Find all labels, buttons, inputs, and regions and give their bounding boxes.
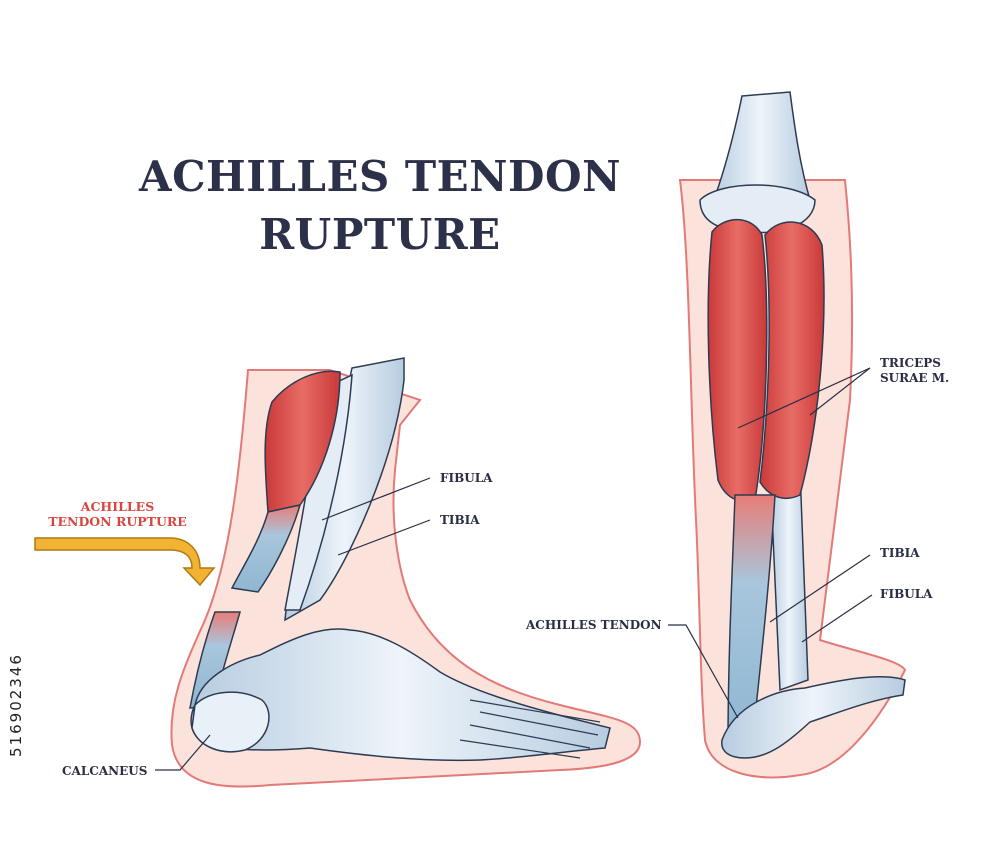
foot-bones xyxy=(190,628,611,762)
arrow-icon xyxy=(34,537,216,587)
triceps-line-1: TRICEPS xyxy=(880,356,941,370)
label-achilles-tendon-rupture: ACHILLES TENDON RUPTURE xyxy=(35,499,200,529)
rupture-line-1: ACHILLES xyxy=(80,499,155,514)
label-fibula-left: FIBULA xyxy=(440,471,493,485)
leader-fibula-left xyxy=(321,477,431,521)
title-line-2: RUPTURE xyxy=(259,210,501,259)
label-triceps-surae: TRICEPS SURAE M. xyxy=(880,356,949,386)
leader-calcaneus xyxy=(155,734,211,771)
calf-muscle-left xyxy=(264,370,341,513)
leader-tibia-right xyxy=(769,554,871,623)
calcaneus-bone xyxy=(191,691,270,753)
heel-foot-bones xyxy=(721,675,906,759)
page-title: ACHILLES TENDON RUPTURE xyxy=(110,148,650,264)
label-calcaneus: CALCANEUS xyxy=(62,764,148,778)
label-tibia-right: TIBIA xyxy=(880,546,920,560)
leader-achilles-tendon xyxy=(668,624,739,719)
triceps-line-2: SURAE M. xyxy=(880,371,950,385)
label-achilles-tendon: ACHILLES TENDON xyxy=(526,618,662,632)
stock-id-watermark: 516902346 xyxy=(3,607,29,802)
label-tibia-left: TIBIA xyxy=(440,513,480,527)
gastrocnemius-medial xyxy=(707,218,768,503)
toe-bones xyxy=(459,699,601,759)
side-view-foot xyxy=(34,357,642,788)
label-fibula-right: FIBULA xyxy=(880,587,933,601)
title-line-1: ACHILLES TENDON xyxy=(139,152,621,201)
rupture-line-2: TENDON RUPTURE xyxy=(48,514,187,529)
leader-triceps-1 xyxy=(737,367,871,429)
leader-tibia-left xyxy=(337,519,431,556)
leader-triceps-2 xyxy=(809,367,871,416)
tendon-upper xyxy=(230,503,302,593)
posterior-leg xyxy=(668,91,907,779)
leader-fibula-right xyxy=(801,594,873,643)
gastrocnemius-lateral xyxy=(759,221,825,499)
stock-id-text: 516902346 xyxy=(7,652,25,757)
